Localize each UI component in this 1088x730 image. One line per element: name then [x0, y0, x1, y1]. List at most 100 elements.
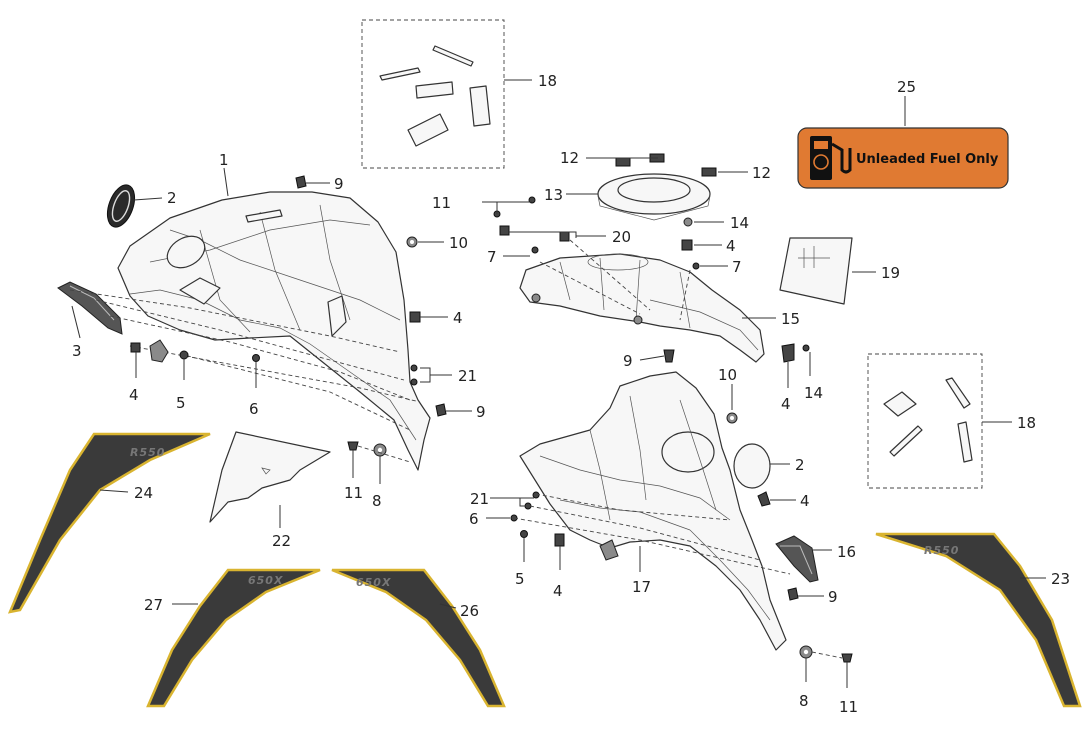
clip-nut: [130, 342, 141, 353]
part-16-bracket: [775, 535, 832, 583]
clip-nut: [499, 225, 510, 236]
clip-nut: [559, 231, 570, 242]
callout-18: 18: [538, 72, 557, 90]
callout-26: 26: [460, 602, 479, 620]
decal-650x: 650X: [356, 576, 391, 589]
right-cover-body: [519, 371, 787, 651]
callout-12: 12: [560, 149, 579, 167]
fuel-pump-icon: [810, 136, 852, 180]
pad-strip: [889, 425, 923, 457]
callout-18: 18: [1017, 414, 1036, 432]
pad-strip: [407, 113, 449, 147]
callout-7: 7: [487, 248, 497, 266]
callout-21: 21: [458, 367, 477, 385]
pad-strip: [469, 85, 491, 127]
screw: [692, 262, 700, 270]
part-23-decal: R550: [875, 532, 1082, 708]
callout-8: 8: [799, 692, 809, 710]
part-18-kit-right: [867, 353, 1012, 489]
right-cover-filler-hole: [661, 431, 715, 473]
decal-stripe: [7, 432, 211, 614]
clip-nut: [554, 533, 565, 547]
cover-filler-hole: [166, 235, 206, 269]
callout-16: 16: [837, 543, 856, 561]
clip: [663, 349, 675, 363]
clip-nut: [757, 491, 771, 507]
kit-box-top: [361, 19, 505, 169]
callout-7: 7: [732, 258, 742, 276]
sticker-sheet: [779, 237, 853, 305]
callout-1: 1: [219, 151, 229, 169]
part-19-sticker: [779, 237, 876, 305]
callout-4: 4: [726, 237, 736, 255]
callout-11: 11: [432, 194, 451, 212]
screw: [410, 378, 418, 386]
callout-12: 12: [752, 164, 771, 182]
rubber-pad: [615, 157, 631, 167]
part-24-decal: R550: [7, 432, 211, 614]
decal-stripe: [875, 532, 1082, 708]
callout-11: 11: [839, 698, 858, 716]
fuel-label-plate: [797, 127, 1009, 189]
callout-6: 6: [469, 510, 479, 528]
callout-13: 13: [544, 186, 563, 204]
callout-10: 10: [449, 234, 468, 252]
emblem-badge: [106, 184, 136, 228]
clip: [295, 175, 307, 189]
decal-r550: R550: [924, 544, 959, 557]
callout-2: 2: [167, 189, 177, 207]
part-25-fuel-label: Unleaded Fuel Only: [797, 96, 1009, 189]
part-2-emblem-left: [106, 184, 163, 228]
callout-9: 9: [623, 352, 633, 370]
cover-cutout: [179, 277, 221, 305]
part-1-left-tank-cover: [117, 191, 431, 471]
leader-line: [223, 167, 229, 197]
callout-27: 27: [144, 596, 163, 614]
screw: [520, 530, 528, 538]
callout-17: 17: [632, 578, 651, 596]
pad-strip: [883, 391, 917, 417]
part-26-decal: 650X: [331, 568, 506, 708]
part-13-filler-ring: [566, 173, 711, 221]
callout-9: 9: [476, 403, 486, 421]
callout-5: 5: [515, 570, 525, 588]
callout-14: 14: [804, 384, 823, 402]
rubber-pad: [701, 167, 717, 177]
part-3-bracket: [57, 281, 123, 339]
side-bracket: [775, 535, 819, 583]
callout-8: 8: [372, 492, 382, 510]
callout-11: 11: [344, 484, 363, 502]
callout-6: 6: [249, 400, 259, 418]
decal-stripe: [331, 568, 506, 708]
screw: [252, 354, 260, 362]
screw: [179, 350, 189, 360]
pad-strip: [945, 377, 971, 409]
callout-19: 19: [881, 264, 900, 282]
tank-cover-body: [117, 191, 431, 471]
side-bracket: [57, 281, 123, 335]
callout-5: 5: [176, 394, 186, 412]
callout-14: 14: [730, 214, 749, 232]
grommet: [683, 217, 693, 227]
clip-nut: [681, 239, 693, 251]
clip: [787, 587, 799, 601]
pad-sheet: [209, 431, 331, 523]
callout-9: 9: [828, 588, 838, 606]
callout-25: 25: [897, 78, 916, 96]
callout-4: 4: [781, 395, 791, 413]
decal-650x: 650X: [248, 574, 283, 587]
callout-20: 20: [612, 228, 631, 246]
bolt-head: [347, 441, 359, 451]
callout-4: 4: [800, 492, 810, 510]
emblem-disc: [733, 443, 771, 489]
clip: [435, 403, 447, 417]
decal-stripe: [146, 568, 321, 708]
bracket-clip: [599, 539, 619, 561]
leader-line: [71, 305, 81, 339]
pad-strip: [432, 45, 474, 67]
callout-23: 23: [1051, 570, 1070, 588]
part-27-decal: 650X: [146, 568, 321, 708]
pad-strip: [957, 421, 973, 463]
